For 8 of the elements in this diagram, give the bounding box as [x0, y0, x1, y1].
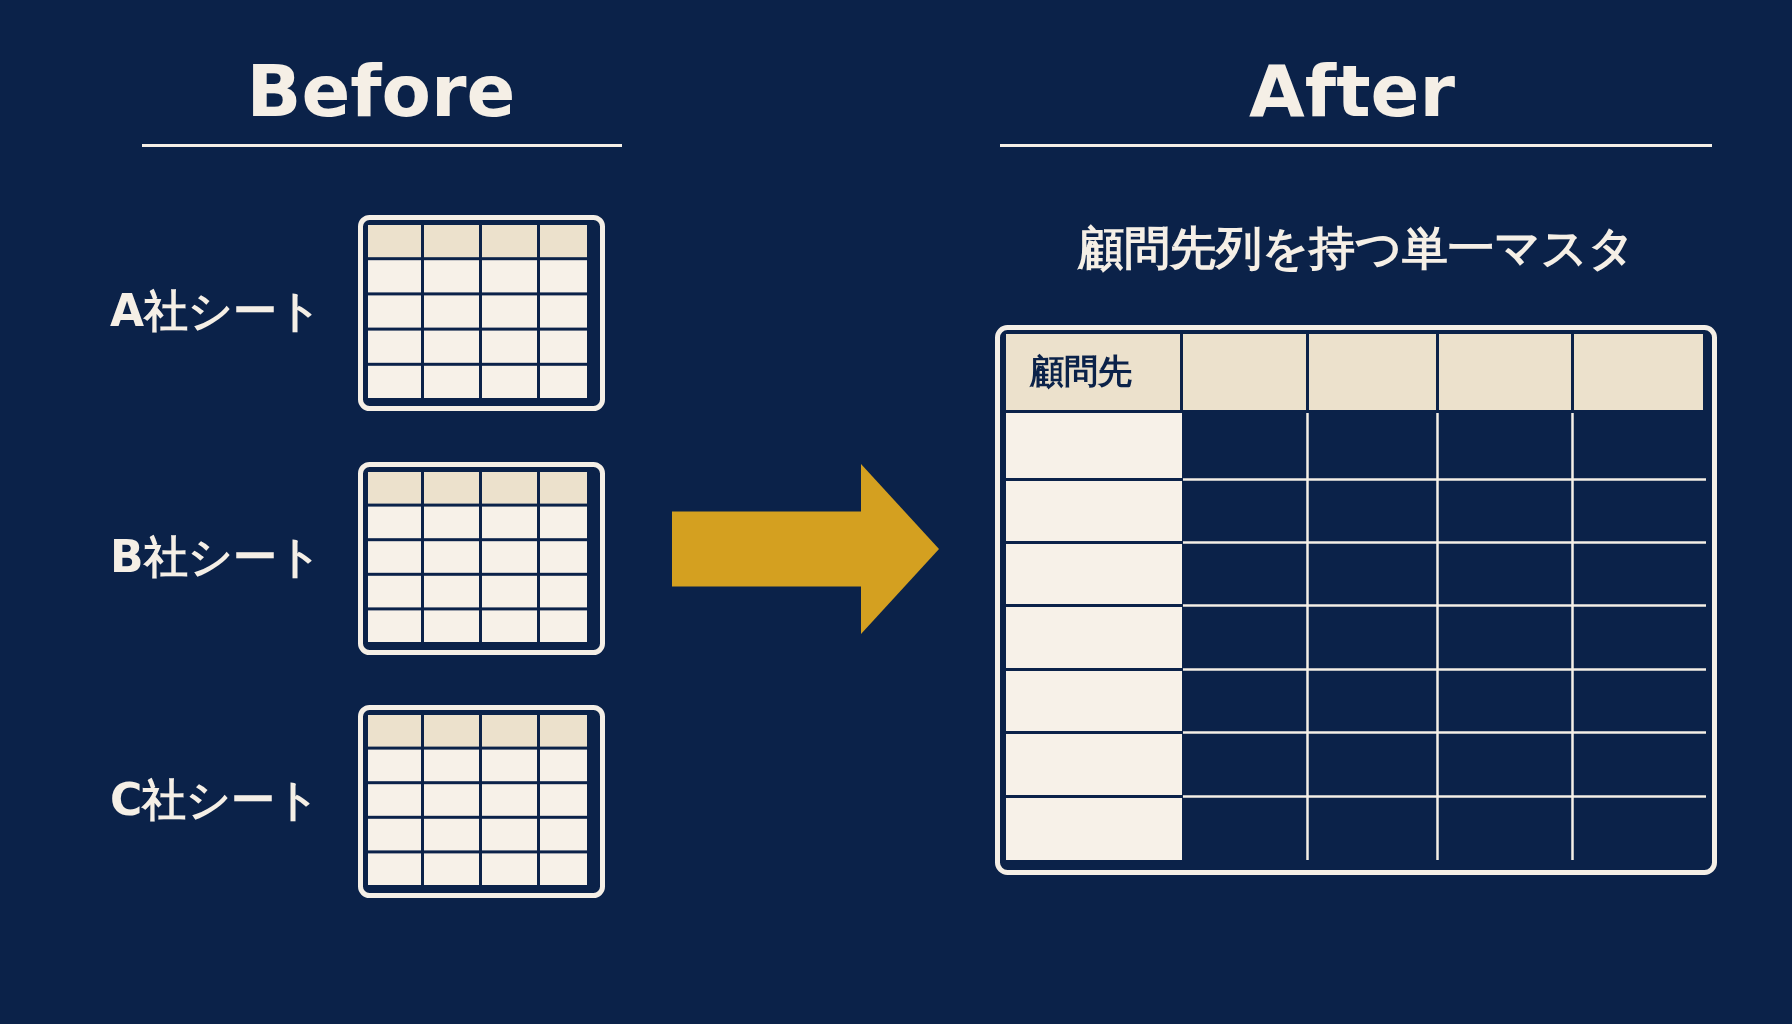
- section-title: After: [1249, 55, 1455, 127]
- sheet-label: A社シート: [110, 289, 323, 333]
- sheet-label: C社シート: [110, 777, 321, 822]
- sheet-label: B社シート: [110, 534, 322, 579]
- column-header: 顧問先: [1030, 354, 1132, 388]
- block-arrow: [672, 464, 939, 634]
- table-title: 顧問先列を持つ単一マスタ: [1076, 225, 1636, 271]
- section-title: Before: [246, 55, 516, 127]
